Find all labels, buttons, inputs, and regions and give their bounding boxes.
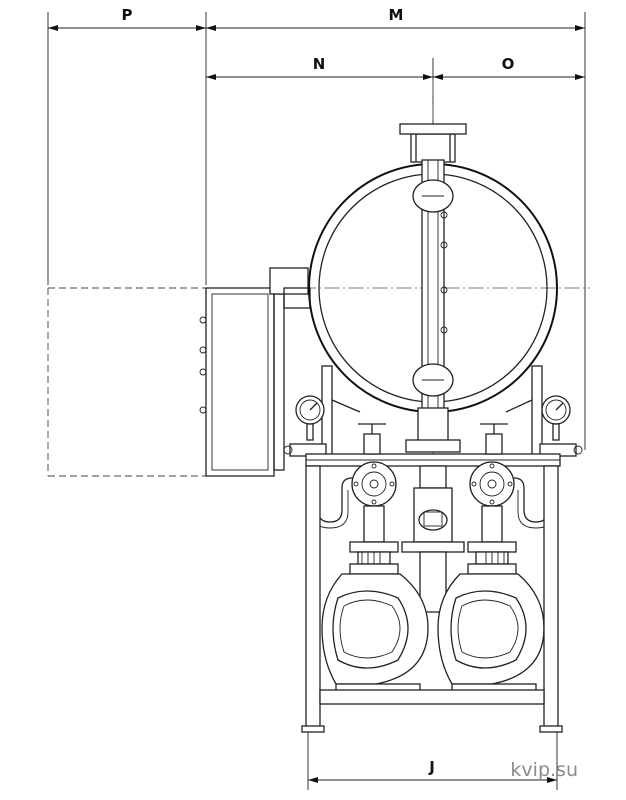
pump-left xyxy=(321,573,429,693)
vessel-shell xyxy=(308,123,558,453)
valve-right xyxy=(469,423,515,507)
burner-housing xyxy=(199,267,311,477)
pressure-gauge-left xyxy=(283,395,327,457)
dimension-lines: P M N O J xyxy=(47,6,586,790)
dimension-m: M xyxy=(206,6,585,31)
pressure-gauge-right xyxy=(539,395,583,457)
dimension-label-o: O xyxy=(502,55,515,73)
pump-pipes xyxy=(349,505,517,575)
base-frame xyxy=(301,465,563,733)
dimension-label-j: J xyxy=(428,758,435,776)
header-plate xyxy=(305,453,561,467)
burner-envelope-dashed xyxy=(47,287,206,477)
dimension-label-n: N xyxy=(313,55,326,73)
dimension-label-p: P xyxy=(122,6,133,24)
dimension-o: O xyxy=(433,55,585,80)
watermark-text: kvip.su xyxy=(510,759,578,781)
pump-right xyxy=(437,573,545,693)
valve-left xyxy=(351,423,397,507)
dimension-label-m: M xyxy=(389,6,404,24)
dimension-j: J xyxy=(308,758,557,783)
dimension-n: N xyxy=(206,55,433,80)
dimension-p: P xyxy=(48,6,206,31)
